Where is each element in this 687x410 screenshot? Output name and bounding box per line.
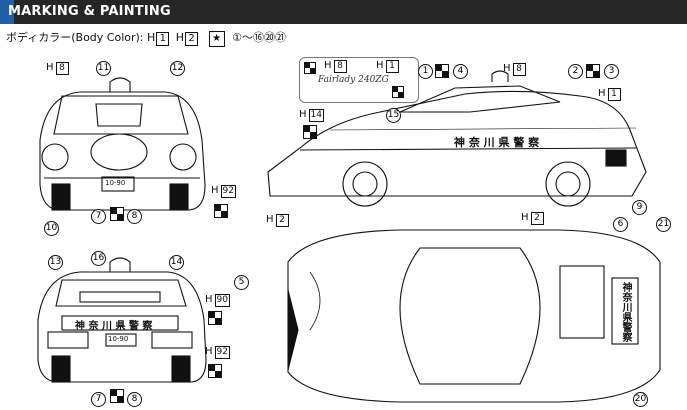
decal-number: 11 bbox=[96, 61, 111, 76]
checker-decal bbox=[214, 204, 228, 218]
decal-number: 4 bbox=[453, 64, 468, 79]
decal-number: 3 bbox=[604, 64, 619, 79]
decal-number: 10 bbox=[44, 221, 59, 236]
license-plate: 10-90 bbox=[105, 179, 126, 187]
decal-number: 1 bbox=[418, 64, 433, 79]
checker-decal bbox=[110, 207, 124, 221]
front-view-drawing bbox=[39, 77, 206, 211]
body-color-en: (Body Color): bbox=[71, 31, 144, 44]
decal-number: 16 bbox=[91, 251, 106, 266]
license-plate: 10-90 bbox=[108, 335, 129, 343]
top-view-drawing bbox=[287, 229, 661, 403]
police-text: 神 奈 川 県 警 察 bbox=[454, 136, 540, 149]
decal-number: 21 bbox=[656, 217, 671, 232]
police-text-roof: 神奈川県警察 bbox=[620, 282, 631, 342]
decal-number: 12 bbox=[170, 61, 185, 76]
decal-number: 8 bbox=[127, 392, 142, 407]
decal-range: ①〜⑯⑳㉑ bbox=[232, 31, 286, 44]
section-title: MARKING & PAINTING bbox=[8, 4, 171, 19]
star-icon: ★ bbox=[208, 31, 225, 47]
paint-code-box: 2 bbox=[185, 32, 199, 46]
side-view-drawing bbox=[267, 70, 647, 207]
checker-decal bbox=[110, 389, 124, 403]
checker-decal bbox=[303, 125, 317, 139]
decal-number: 7 bbox=[91, 392, 106, 407]
decal-number: 5 bbox=[234, 275, 249, 290]
checker-decal bbox=[392, 86, 404, 98]
rear-view-drawing bbox=[37, 257, 207, 383]
fairlady-script: Fairlady 240ZG bbox=[318, 75, 389, 85]
decal-number: 20 bbox=[633, 392, 648, 407]
decal-number: 9 bbox=[632, 200, 647, 215]
checker-decal bbox=[586, 64, 600, 78]
checker-decal bbox=[435, 64, 449, 78]
checker-decal bbox=[208, 364, 222, 378]
watermark-logo bbox=[0, 0, 14, 24]
decal-number: 8 bbox=[127, 209, 142, 224]
decal-number: 14 bbox=[169, 255, 184, 270]
decal-number: 15 bbox=[386, 108, 401, 123]
paint-code-box: 1 bbox=[156, 32, 170, 46]
police-text: 神 奈 川 県 警 察 bbox=[75, 321, 153, 332]
checker-decal bbox=[304, 62, 316, 74]
section-header: MARKING & PAINTING bbox=[0, 0, 687, 24]
decal-number: 7 bbox=[91, 209, 106, 224]
checker-decal bbox=[208, 311, 222, 325]
decal-number: 6 bbox=[613, 217, 628, 232]
decal-number: 13 bbox=[48, 255, 63, 270]
body-color-jp: ボディカラー bbox=[6, 31, 72, 44]
decal-number: 2 bbox=[568, 64, 583, 79]
